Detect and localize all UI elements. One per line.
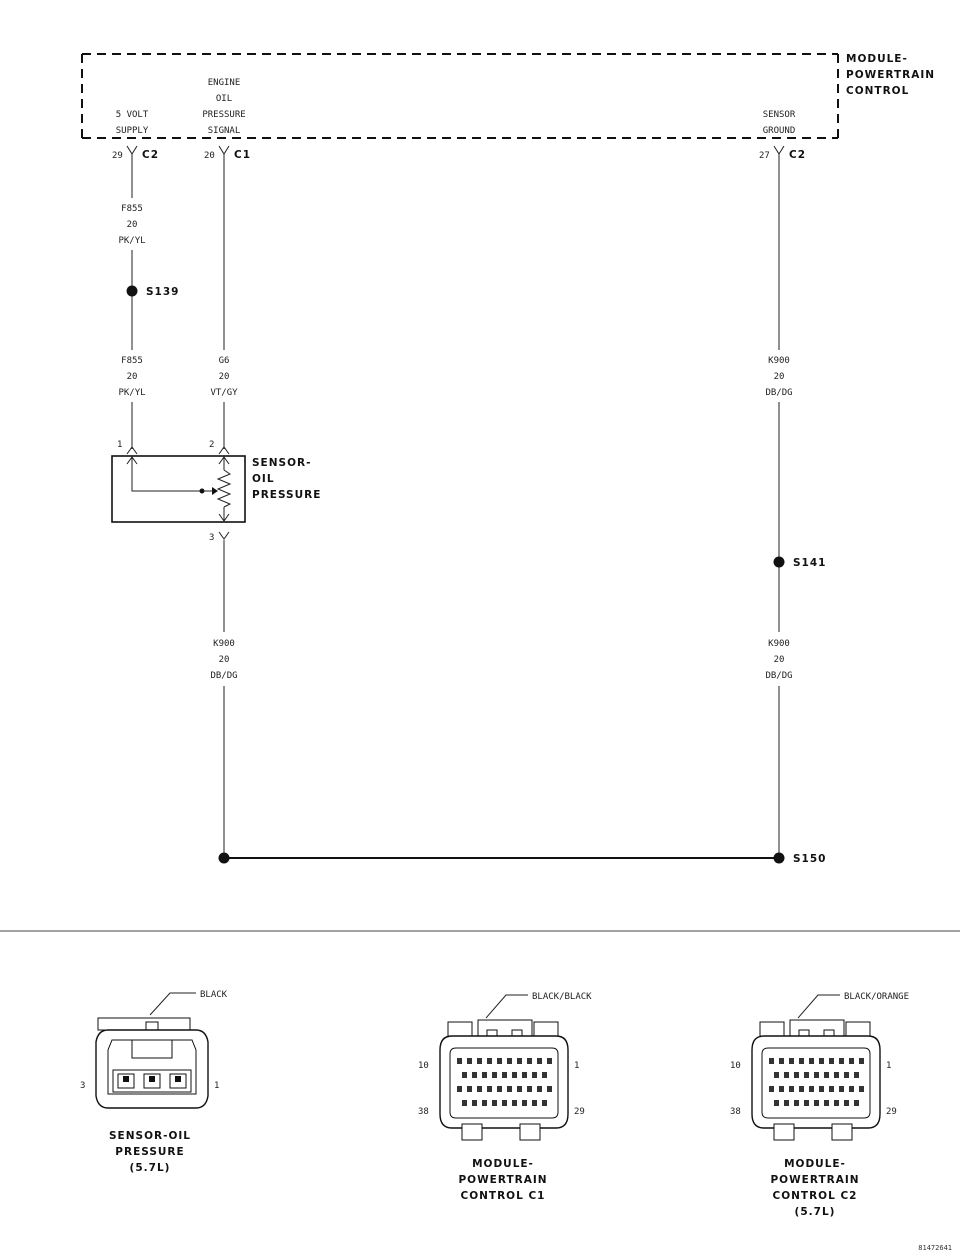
ground-pin-symbol: 27 C2 (759, 145, 806, 162)
sensor-conn-pin-left: 3 (80, 1081, 85, 1091)
g6-gauge: 20 (219, 372, 230, 382)
signal-connector: C1 (234, 149, 251, 161)
sensor-pin-3: 3 (209, 533, 214, 543)
k900-left-gauge: 20 (219, 655, 230, 665)
pcm-c1-pin-tr: 1 (574, 1061, 579, 1071)
splice-s150-dot (773, 852, 785, 864)
f855-lower-id: F855 (121, 356, 143, 366)
ground-label-1: SENSOR (763, 110, 796, 120)
pcm-c2-color: BLACK/ORANGE (844, 992, 909, 1002)
k900-right-upper-id: K900 (768, 356, 790, 366)
k900-right-upper-color: DB/DG (765, 388, 792, 398)
module-title-1: MODULE- (846, 53, 908, 65)
ground-connector: C2 (789, 149, 806, 161)
pcm-c1-pin-grid (457, 1058, 552, 1106)
sensor-conn-color: BLACK (200, 990, 228, 1000)
pcm-c2-pin-bl: 38 (730, 1107, 741, 1117)
signal-label-1: ENGINE (208, 78, 241, 88)
supply-label-1: 5 VOLT (116, 110, 149, 120)
splice-s141-dot (773, 556, 785, 568)
g6-color: VT/GY (210, 388, 238, 398)
supply-label-2: SUPPLY (116, 126, 149, 136)
pcm-c1-color: BLACK/BLACK (532, 992, 592, 1002)
pcm-c2-pin-tl: 10 (730, 1061, 741, 1071)
pcm-c2-pin-grid (769, 1058, 864, 1106)
pcm-c1-pin-bl: 38 (418, 1107, 429, 1117)
k900-left-color: DB/DG (210, 671, 237, 681)
pcm-c2-pin-tr: 1 (886, 1061, 891, 1071)
module-title-2: POWERTRAIN (846, 69, 935, 81)
signal-pin-number: 20 (204, 151, 215, 161)
pcm-c2-pin-br: 29 (886, 1107, 897, 1117)
sensor-title-3: PRESSURE (252, 489, 321, 501)
pcm-c2-title-4: (5.7L) (795, 1206, 836, 1218)
k900-right-lower-color: DB/DG (765, 671, 792, 681)
pcm-c2-connector-view: BLACK/ORANGE 10 1 38 29 (730, 992, 909, 1141)
pcm-c1-title-2: POWERTRAIN (458, 1174, 547, 1186)
pcm-c2-title-1: MODULE- (784, 1158, 846, 1170)
sensor-pin-1: 1 (117, 440, 122, 450)
ground-label-2: GROUND (763, 126, 796, 136)
pcm-module-box (81, 53, 839, 139)
sensor-conn-title-1: SENSOR-OIL (109, 1130, 191, 1142)
signal-label-3: PRESSURE (202, 110, 245, 120)
k900-right-lower-gauge: 20 (774, 655, 785, 665)
supply-pin-number: 29 (112, 151, 123, 161)
pcm-c1-title-3: CONTROL C1 (461, 1190, 546, 1202)
figure-id: 81472641 (918, 1244, 952, 1252)
splice-s139-dot (126, 285, 138, 297)
pcm-c1-title-1: MODULE- (472, 1158, 534, 1170)
f855-lower-gauge: 20 (127, 372, 138, 382)
sensor-conn-title-2: PRESSURE (115, 1146, 184, 1158)
sensor-pin-2: 2 (209, 440, 214, 450)
ground-bus-left-dot (218, 852, 230, 864)
signal-label-4: SIGNAL (208, 126, 241, 136)
pcm-c1-pin-tl: 10 (418, 1061, 429, 1071)
splice-s150-label: S150 (793, 853, 826, 865)
f855-lower-color: PK/YL (118, 388, 145, 398)
ground-pin-number: 27 (759, 151, 770, 161)
signal-label-2: OIL (216, 94, 232, 104)
f855-upper-color: PK/YL (118, 236, 145, 246)
sensor-conn-pin-right: 1 (214, 1081, 219, 1091)
k900-right-lower-id: K900 (768, 639, 790, 649)
f855-upper-id: F855 (121, 204, 143, 214)
k900-left-id: K900 (213, 639, 235, 649)
sensor-title-1: SENSOR- (252, 457, 311, 469)
sensor-oil-pressure-symbol: 1 2 3 (111, 440, 246, 543)
f855-upper-gauge: 20 (127, 220, 138, 230)
supply-pin-symbol: 29 C2 (112, 145, 159, 162)
sensor-connector-view: BLACK 3 1 (80, 990, 228, 1109)
sensor-title-2: OIL (252, 473, 275, 485)
splice-s139-label: S139 (146, 286, 179, 298)
g6-id: G6 (219, 356, 230, 366)
supply-connector: C2 (142, 149, 159, 161)
pcm-c1-connector-view: BLACK/BLACK 10 1 38 29 (418, 992, 592, 1141)
pcm-c2-title-2: POWERTRAIN (770, 1174, 859, 1186)
module-title-3: CONTROL (846, 85, 909, 97)
pcm-c2-title-3: CONTROL C2 (773, 1190, 858, 1202)
sensor-conn-title-3: (5.7L) (130, 1162, 171, 1174)
k900-right-upper-gauge: 20 (774, 372, 785, 382)
splice-s141-label: S141 (793, 557, 826, 569)
pcm-c1-pin-br: 29 (574, 1107, 585, 1117)
signal-pin-symbol: 20 C1 (204, 145, 251, 162)
